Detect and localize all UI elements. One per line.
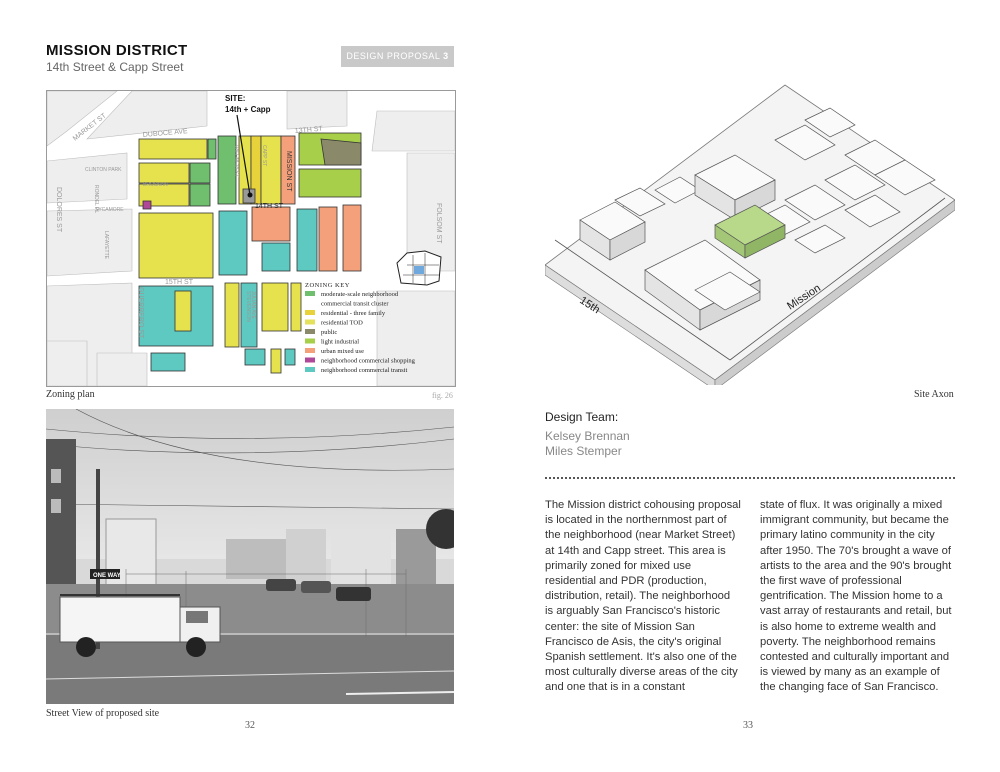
zoning-key-swatch bbox=[305, 329, 315, 334]
team-member: Miles Stemper bbox=[545, 444, 622, 458]
zoning-key-label: neighborhood commercial shopping bbox=[321, 358, 416, 365]
zoning-map-caption: Zoning plan bbox=[46, 389, 95, 400]
zoning-key-swatch bbox=[305, 291, 315, 296]
design-team-heading: Design Team: bbox=[545, 410, 619, 424]
zoning-key-label: light industrial bbox=[321, 339, 359, 346]
street-rondel-label: RONDEL PL bbox=[93, 185, 99, 213]
body-text-column-2: state of flux. It was originally a mixed… bbox=[760, 498, 956, 696]
zoning-key-label: neighborhood commercial transit bbox=[321, 367, 407, 374]
street-dolores-label: DOLORES ST bbox=[55, 187, 62, 233]
street-duboce-label: DUBOCE AVE bbox=[143, 128, 189, 139]
street-blocks bbox=[46, 90, 456, 387]
street-mission-label: MISSION ST bbox=[285, 151, 292, 192]
zoning-key-swatch bbox=[305, 338, 315, 344]
street-14th-label: 14TH ST bbox=[255, 203, 284, 210]
zoning-key-label: moderate-scale neighborhood bbox=[321, 291, 399, 298]
zoning-key-label: commercial transit cluster bbox=[321, 301, 389, 308]
street-view-caption: Street View of proposed site bbox=[46, 708, 160, 719]
street-clinton-label: CLINTON PARK bbox=[85, 167, 122, 173]
zoning-blocks bbox=[138, 132, 362, 374]
street-13th-label: 13TH ST bbox=[295, 126, 324, 135]
street-view-photo: ONE WAY bbox=[46, 409, 454, 704]
utility-truck bbox=[59, 594, 221, 657]
body-paragraph-2: state of flux. It was originally a mixed… bbox=[760, 499, 952, 694]
zoning-key-items: moderate-scale neighborhood commercial tr… bbox=[305, 291, 416, 374]
site-axon-caption: Site Axon bbox=[914, 389, 954, 400]
one-way-sign-text: ONE WAY bbox=[93, 573, 121, 579]
zoning-key-label: residential - three family bbox=[321, 310, 386, 317]
design-proposal-badge: DESIGN PROPOSAL 3 bbox=[341, 46, 454, 67]
page-title: MISSION DISTRICT bbox=[46, 42, 188, 59]
body-text-column-1: The Mission district cohousing proposal … bbox=[545, 498, 741, 696]
section-divider bbox=[545, 477, 955, 479]
zoning-key-swatch bbox=[305, 348, 315, 353]
zoning-key-swatch bbox=[305, 367, 315, 372]
team-member: Kelsey Brennan bbox=[545, 429, 630, 443]
zoning-key-label: urban mixed use bbox=[321, 348, 364, 355]
page-number-left: 32 bbox=[245, 720, 255, 731]
zoning-key: ZONING KEY moderate-scale neighborhood co… bbox=[305, 282, 416, 374]
body-paragraph-1: The Mission district cohousing proposal … bbox=[545, 499, 741, 694]
street-stevenson-label: STEVENSON bbox=[245, 291, 251, 322]
zoning-key-swatch bbox=[305, 357, 315, 363]
site-axon-drawing: 15th Mission bbox=[544, 84, 956, 391]
street-sycamore-label: SYCAMORE bbox=[95, 207, 124, 213]
zoning-key-label: public bbox=[321, 329, 337, 336]
zoning-map: MARKET ST DUBOCE AVE 13TH ST 14TH ST 15T… bbox=[46, 90, 456, 387]
zoning-key-swatch bbox=[305, 319, 315, 325]
street-brosnan-label: BROSNAN bbox=[143, 182, 168, 188]
street-valencia-label: VALENCIA ST bbox=[233, 145, 239, 177]
page-number-right: 33 bbox=[743, 720, 753, 731]
figure-number: fig. 26 bbox=[432, 391, 453, 400]
zoning-key-swatch bbox=[305, 310, 315, 315]
zoning-key-title: ZONING KEY bbox=[305, 282, 350, 289]
street-guerrero-label: GUERRERO ST bbox=[137, 287, 144, 339]
street-capp-label: CAPP ST bbox=[261, 145, 267, 166]
badge-number: 3 bbox=[443, 51, 449, 61]
page-subtitle: 14th Street & Capp Street bbox=[46, 60, 184, 74]
street-lafayette-label: LAFAYETTE bbox=[103, 231, 109, 260]
zoning-map-drawing: MARKET ST DUBOCE AVE 13TH ST 14TH ST 15T… bbox=[46, 90, 456, 387]
badge-label: DESIGN PROPOSAL bbox=[346, 51, 441, 61]
one-way-sign bbox=[90, 569, 120, 579]
street-view-image: ONE WAY bbox=[46, 409, 454, 704]
street-15th-label: 15TH ST bbox=[165, 279, 194, 286]
street-folsom-label: FOLSOM ST bbox=[435, 203, 442, 244]
site-marker: SITE: 14th + Capp bbox=[225, 94, 271, 198]
locator-map bbox=[396, 250, 442, 286]
zoning-key-label: residential TOD bbox=[321, 320, 363, 327]
axon-site-highlight bbox=[714, 204, 786, 259]
site-label-line1: SITE: bbox=[225, 94, 245, 103]
site-axon: 15th Mission bbox=[544, 80, 956, 391]
site-label-line2: 14th + Capp bbox=[225, 105, 271, 114]
street-julian-label: JULIAN AVE bbox=[250, 291, 256, 320]
